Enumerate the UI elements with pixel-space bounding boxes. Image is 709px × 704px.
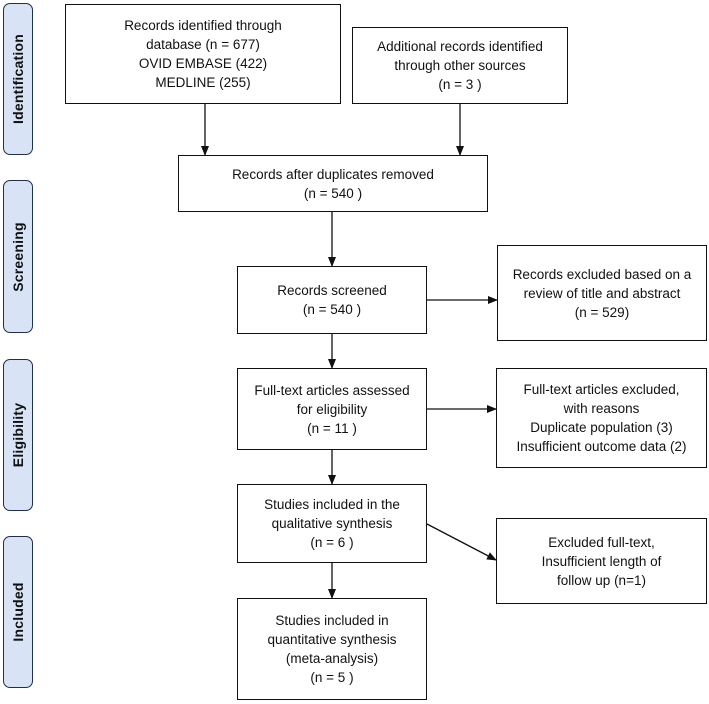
records-identified-line-3: OVID EMBASE (422): [138, 56, 268, 71]
qualitative-synthesis-box: Studies included in the qualitative synt…: [237, 484, 427, 563]
additional-records-line-1: Additional records identified: [377, 39, 543, 54]
quantitative-synthesis-line-4: (n = 5 ): [310, 670, 354, 685]
records-screened-box: Records screened (n = 540 ): [237, 266, 427, 334]
excluded-title-abstract-box: Records excluded based on a review of ti…: [497, 245, 707, 341]
quantitative-synthesis-line-1: Studies included in: [275, 613, 389, 628]
records-screened-line-2: (n = 540 ): [302, 302, 362, 317]
after-duplicates-line-1: Records after duplicates removed: [232, 166, 434, 182]
records-identified-line-2: database (n = 677): [146, 37, 260, 52]
fulltext-assessed-line-1: Full-text articles assessed: [254, 382, 410, 398]
excluded-followup-box: Excluded full-text, Insufficient length …: [496, 518, 707, 604]
qualitative-synthesis-line-2: qualitative synthesis: [271, 516, 393, 531]
records-identified-box: Records identified through database (n =…: [65, 4, 341, 104]
records-identified-line-4: MEDLINE (255): [155, 75, 251, 90]
quantitative-synthesis-box: Studies included in quantitative synthes…: [237, 598, 427, 700]
excluded-title-abstract-line-2: review of title and abstract: [523, 285, 681, 301]
additional-records-box: Additional records identified through ot…: [352, 27, 568, 104]
fulltext-excluded-line-3: Duplicate population (3): [530, 420, 673, 435]
qualitative-synthesis-line-3: (n = 6 ): [310, 535, 354, 550]
stage-included-label: Included: [10, 582, 26, 642]
quantitative-synthesis-line-3: (meta-analysis): [285, 651, 379, 666]
after-duplicates-box: Records after duplicates removed (n = 54…: [178, 155, 488, 212]
stage-identification-label: Identification: [10, 34, 26, 124]
fulltext-assessed-line-2: for eligibility: [296, 401, 368, 417]
records-identified-line-1: Records identified through: [124, 18, 282, 33]
fulltext-excluded-line-4: Insufficient outcome data (2): [516, 439, 687, 454]
additional-records-line-3: (n = 3 ): [438, 77, 482, 92]
excluded-followup-line-1: Excluded full-text,: [548, 534, 655, 550]
excluded-title-abstract-line-1: Records excluded based on a: [512, 266, 692, 282]
qualitative-synthesis-line-1: Studies included in the: [264, 497, 400, 512]
excluded-title-abstract-line-3: (n = 529): [574, 304, 630, 320]
stage-eligibility-label: Eligibility: [10, 402, 26, 468]
fulltext-assessed-box: Full-text articles assessed for eligibil…: [237, 368, 427, 450]
stage-screening: Screening: [3, 180, 33, 333]
additional-records-line-2: through other sources: [394, 58, 526, 73]
records-screened-line-1: Records screened: [277, 283, 387, 298]
excluded-followup-line-3: follow up (n=1): [557, 572, 646, 588]
after-duplicates-line-2: (n = 540 ): [303, 185, 363, 201]
quantitative-synthesis-line-2: quantitative synthesis: [267, 632, 397, 647]
fulltext-assessed-line-3: (n = 11 ): [307, 420, 357, 436]
stage-eligibility: Eligibility: [3, 359, 33, 511]
fulltext-excluded-box: Full-text articles excluded, with reason…: [496, 368, 707, 468]
fulltext-excluded-line-1: Full-text articles excluded,: [523, 382, 680, 397]
stage-identification: Identification: [3, 3, 33, 155]
arrow-qualitative-to-excluded-followup: [426, 523, 497, 561]
stage-screening-label: Screening: [10, 221, 26, 292]
fulltext-excluded-line-2: with reasons: [563, 401, 640, 416]
stage-included: Included: [3, 536, 33, 688]
excluded-followup-line-2: Insufficient length of: [541, 553, 662, 569]
